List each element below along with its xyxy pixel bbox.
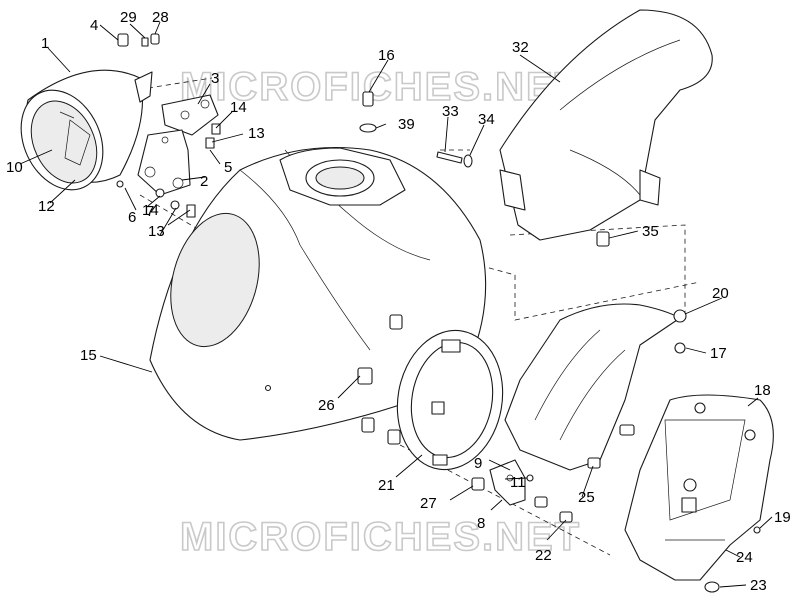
headlight-shell: [20, 69, 153, 191]
bracket-hardware: [116, 33, 221, 218]
callout-29: 29: [120, 9, 137, 26]
leader-lines: [19, 21, 773, 588]
lower-screws: [534, 424, 635, 523]
callout-33: 33: [442, 103, 459, 120]
callout-26: 26: [318, 397, 335, 414]
callout-10: 10: [6, 159, 23, 176]
callout-11: 11: [510, 474, 526, 491]
callout-15: 15: [80, 347, 97, 364]
callout-9: 9: [474, 455, 482, 472]
callout-13-upper: 13: [248, 125, 265, 142]
lower-bracket: [489, 459, 534, 506]
callout-5: 5: [224, 159, 232, 176]
lower-cover: [624, 394, 774, 593]
callout-23: 23: [750, 577, 767, 594]
callout-39: 39: [398, 116, 415, 133]
front-fender: [149, 146, 487, 441]
fender-bolt: [436, 151, 473, 168]
callout-17: 17: [710, 345, 727, 362]
center-fasteners: [359, 91, 377, 133]
callout-32: 32: [512, 39, 529, 56]
callout-14-upper: 14: [230, 99, 247, 116]
callout-8: 8: [477, 515, 485, 532]
callout-35: 35: [642, 223, 659, 240]
callout-7: 7: [146, 203, 154, 220]
mounting-clips: [357, 314, 485, 491]
callout-28: 28: [152, 9, 169, 26]
callout-13-lower: 13: [148, 223, 165, 240]
watermark-bottom: MICROFICHES.NET: [180, 515, 581, 559]
callout-12: 12: [38, 198, 55, 215]
callout-22: 22: [535, 547, 552, 564]
callout-25: 25: [578, 489, 595, 506]
headlight-ring: [396, 329, 504, 471]
callout-4: 4: [90, 17, 98, 34]
callout-34: 34: [478, 111, 495, 128]
callout-16: 16: [378, 47, 395, 64]
callout-19: 19: [774, 509, 791, 526]
callout-6: 6: [128, 209, 136, 226]
callout-1: 1: [41, 35, 49, 52]
callout-18: 18: [754, 382, 771, 399]
callout-21: 21: [378, 477, 395, 494]
headlight-brackets: [137, 94, 219, 196]
watermark-top: MICROFICHES.NET: [180, 65, 581, 109]
callout-27: 27: [420, 495, 437, 512]
callout-20: 20: [712, 285, 729, 302]
callout-2: 2: [200, 173, 208, 190]
callout-14-lower: 14: [142, 202, 159, 219]
callout-numbers: 1 2 3 4 5 6 7 8 9 10 11 12 13 13 14 14 1…: [6, 9, 791, 594]
upper-fender: [499, 9, 713, 247]
callout-24: 24: [736, 549, 753, 566]
callout-3: 3: [211, 70, 219, 87]
